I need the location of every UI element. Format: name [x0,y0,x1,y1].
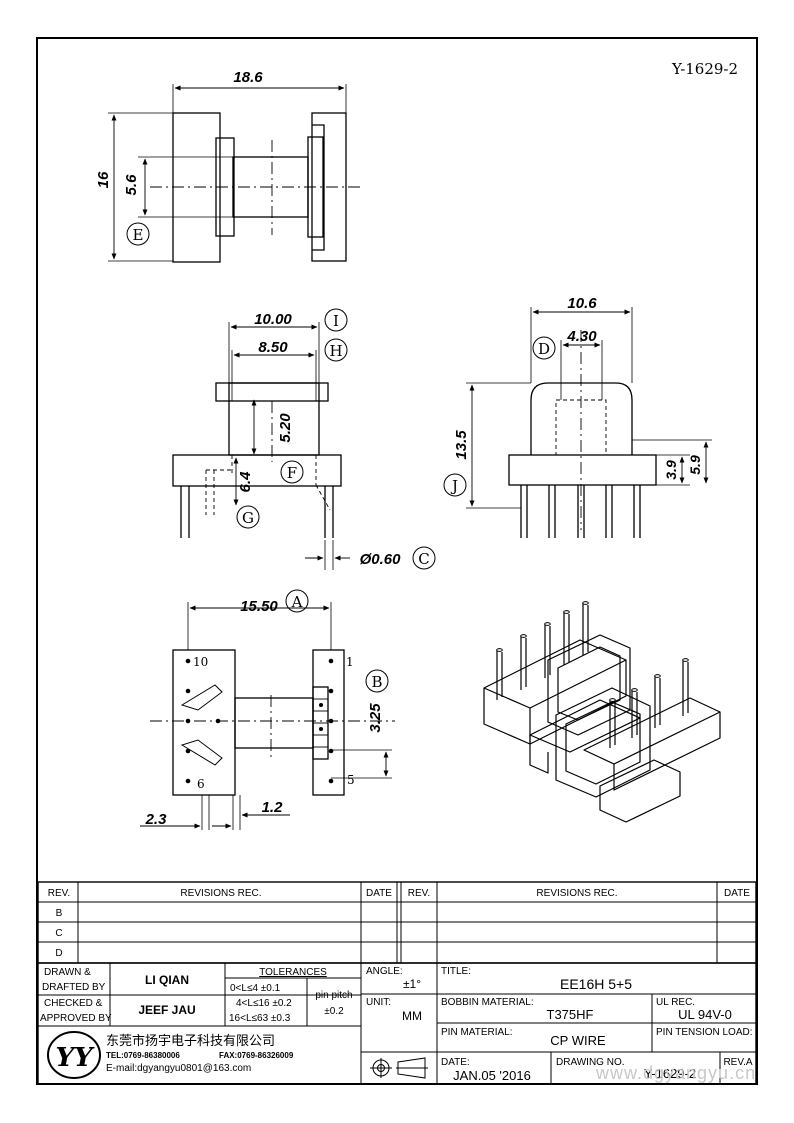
dim-total-base: 5.9 [687,455,703,475]
dim-pin-pitch: 3.25 [367,703,384,733]
bobbin-material-label: BOBBIN MATERIAL: [441,997,534,1008]
checked-label-2: APPROVED BY [40,1013,112,1024]
dim-base-height: 3.9 [663,460,679,480]
marker-a: A [285,589,309,613]
projection-symbol-icon [370,1057,428,1079]
dim-inner: 5.6 [123,174,140,196]
checked-by: JEEF JAU [138,1003,195,1017]
bottom-view [140,602,395,830]
date-header-left: DATE [366,888,392,899]
pin-material-value: CP WIRE [550,1033,606,1048]
rev-header-left: REV. [48,888,70,899]
unit-label: UNIT: [366,997,391,1008]
dim-core-width: 4.30 [566,328,597,345]
pin-number-5: 5 [347,773,355,787]
company-name: 东莞市扬宇电子科技有限公司 [106,1033,275,1048]
watermark-text: www.dgyangyu.cn [596,1063,757,1083]
drawn-label-2: DRAFTED BY [42,982,106,993]
company-logo: YY [47,1031,101,1079]
dim-overall-width: 18.6 [233,69,263,86]
marker-c: C [412,546,436,570]
pin-pitch-tol: ±0.2 [324,1006,344,1017]
bottom-pins [185,658,334,784]
doc-code: Y-1629-2 [671,60,738,78]
pin-number-1: 1 [346,655,354,669]
rec-header-right: REVISIONS REC. [536,888,617,899]
pin-material-label: PIN MATERIAL: [441,1027,513,1038]
tolerance-row-1: 0<L≤4 ±0.1 [230,983,281,994]
pin-pitch-label: pin pitch [315,990,352,1001]
front-view [172,322,350,570]
marker-g: G [236,505,260,529]
dim-flange-outer: 10.00 [254,311,292,328]
top-view [108,84,360,263]
ul-rec-label: UL REC. [656,997,695,1008]
title-label: TITLE: [441,966,471,977]
side-view [466,307,712,538]
svg-text:YY: YY [55,1043,95,1073]
tolerance-row-2: 4<L≤16 ±0.2 [236,998,292,1009]
svg-text:F: F [287,464,297,482]
dim-pin-width: 1.2 [262,799,284,816]
title-value: EE16H 5+5 [560,976,632,992]
marker-f: F [280,460,304,484]
checked-label-1: CHECKED & [44,998,103,1009]
rev-row-d: D [55,948,62,959]
svg-text:D: D [538,340,550,358]
svg-text:I: I [333,312,339,330]
date-label: DATE: [441,1057,470,1068]
rev-row-b: B [56,908,63,919]
company-fax: FAX:0769-86326009 [219,1051,294,1060]
rev-row-c: C [55,928,62,939]
marker-i: I [324,308,348,332]
drawn-label-1: DRAWN & [44,967,91,978]
bobbin-material-value: T375HF [547,1007,594,1022]
marker-e: E [126,222,150,246]
svg-text:E: E [133,226,144,244]
marker-d: D [532,336,556,360]
dim-height: 16 [95,171,112,188]
isometric-view [483,603,721,823]
dim-core-window: 5.20 [277,413,294,443]
dim-pin-offset: 6.4 [237,471,254,493]
date-value: JAN.05 '2016 [453,1068,531,1083]
tolerances-label: TOLERANCES [259,967,327,978]
drawing-no-value: Y-1629-2 [644,1066,696,1081]
dim-side-width: 10.6 [567,295,597,312]
angle-label: ANGLE: [366,966,403,977]
dim-side-height: 13.5 [453,430,470,460]
date-header-right: DATE [724,888,750,899]
rev-a-label: REV.A [723,1057,752,1068]
marker-b: B [365,669,389,693]
unit-value: MM [402,1009,422,1023]
pin-number-6: 6 [197,777,205,791]
ul-rec-value: UL 94V-0 [678,1007,732,1022]
svg-text:J: J [450,477,458,495]
dim-pin-offset-bottom: 2.3 [145,811,168,828]
pin-tension-label: PIN TENSION LOAD: [656,1027,753,1038]
rec-header-left: REVISIONS REC. [180,888,261,899]
company-email: E-mail:dgyangyu0801@163.com [106,1063,251,1074]
drawing-no-label: DRAWING NO. [556,1057,625,1068]
isometric-pin-caps [496,601,689,702]
pin-number-10: 10 [193,655,208,669]
dim-flange-inner: 8.50 [258,339,288,356]
svg-text:C: C [418,550,429,568]
dim-pin-span: 15.50 [240,598,278,615]
svg-text:A: A [291,593,303,611]
marker-h: H [324,338,348,362]
marker-j: J [443,473,467,497]
rev-header-right: REV. [408,888,430,899]
drawn-by: LI QIAN [145,973,189,987]
dim-pin-diameter: Ø0.60 [360,551,402,568]
svg-text:G: G [242,509,254,527]
company-tel: TEL:0769-86380006 [106,1051,180,1060]
revision-table [37,881,757,964]
angle-value: ±1° [403,977,421,991]
tolerance-row-3: 16<L≤63 ±0.3 [229,1013,291,1024]
svg-text:H: H [329,342,342,360]
title-block [37,962,757,1085]
svg-text:B: B [371,673,382,691]
